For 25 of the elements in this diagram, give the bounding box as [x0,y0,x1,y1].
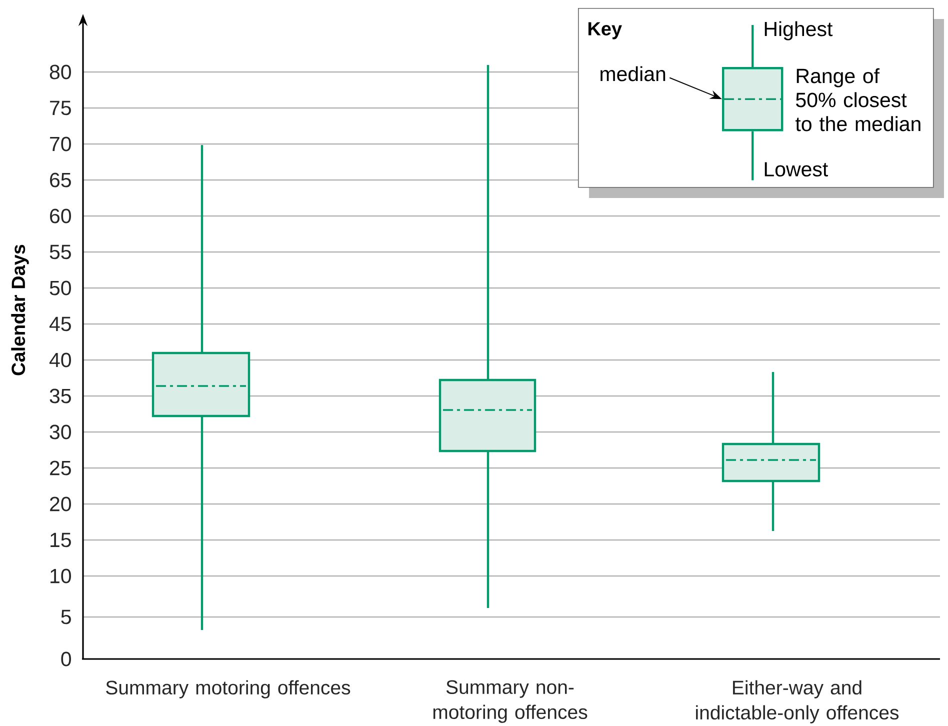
tick-label: 55 [50,244,71,260]
tick-label: 10 [50,568,71,584]
tick-label: 25 [50,460,71,476]
category-label: Summary non-motoring offences [433,680,588,723]
tick-label: 80 [50,64,71,80]
key-label: Lowest [764,162,828,176]
tick-label: 5 [61,610,71,624]
tick-label: 70 [50,136,71,152]
tick-label: 30 [50,424,71,440]
axis-title: Calendar Days [11,244,29,376]
tick-label: 40 [49,352,71,368]
tick-label: 45 [49,316,71,332]
category-label: Summary motoring offences [106,680,350,698]
tick-label: 0 [61,652,71,666]
tick-label: 35 [50,388,71,404]
key-label: median [600,66,666,82]
tick-label: 65 [50,172,71,188]
key-label: Highest [764,21,833,40]
tick-label: 50 [50,280,71,296]
tick-label: 20 [50,496,71,512]
category-label: Either-way and indictable-only offences [696,680,899,724]
tick-label: 75 [50,100,71,116]
tick-label: 15 [50,532,71,548]
key-label: Range of 50% closest to the median [796,68,920,132]
tick-label: 60 [50,208,71,224]
